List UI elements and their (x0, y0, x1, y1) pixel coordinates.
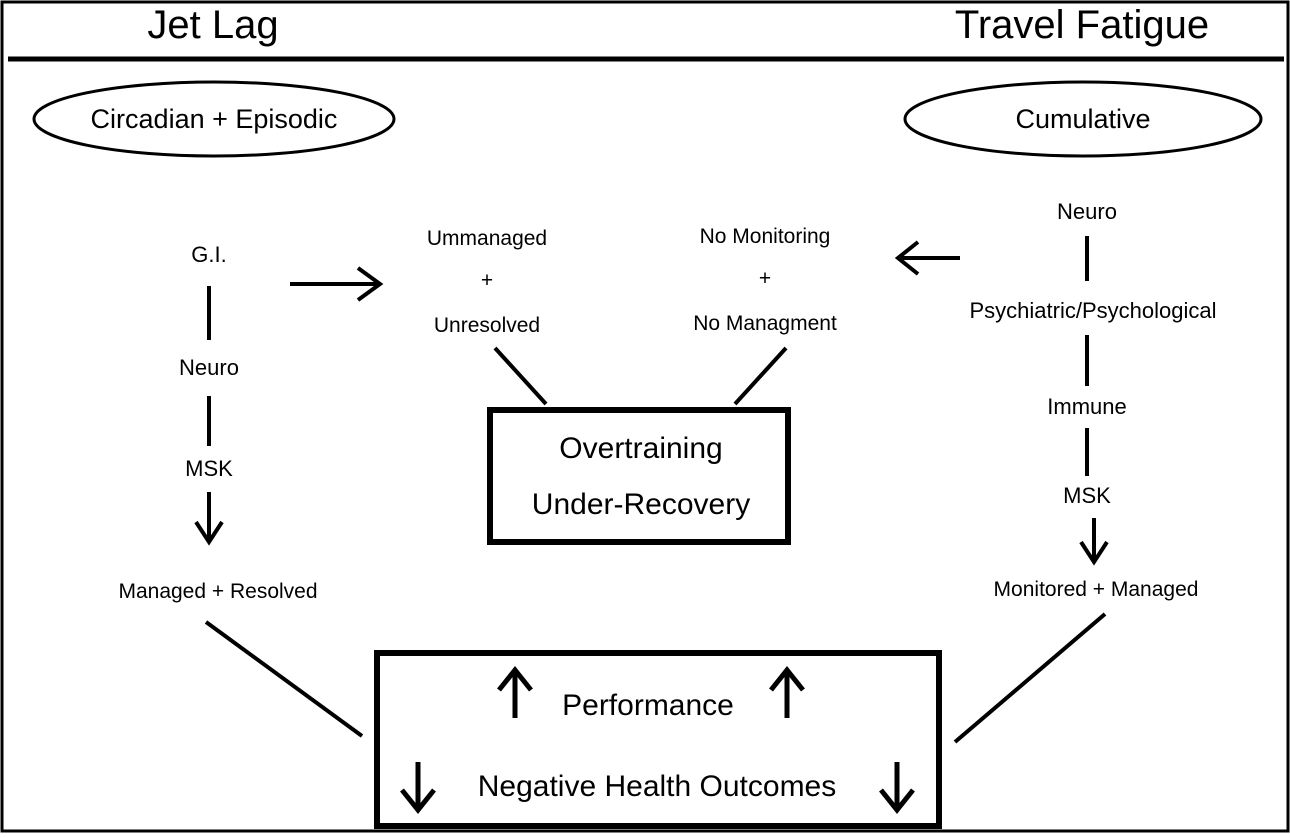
cumulative-label: Cumulative (1015, 104, 1150, 134)
overtraining-box (487, 407, 791, 545)
no-monitoring-label: No Monitoring (700, 225, 831, 248)
connector-line (733, 346, 788, 406)
right-chain-psych: Psychiatric/Psychological (970, 298, 1217, 323)
no-management-label: No Managment (693, 312, 837, 335)
under-recovery-label: Under-Recovery (532, 488, 750, 521)
connector-line (204, 620, 364, 738)
unmanaged-label: Ummanaged (427, 227, 547, 250)
header-travel-fatigue: Travel Fatigue (955, 3, 1209, 47)
performance-label: Performance (562, 689, 734, 722)
right-outcome: Monitored + Managed (994, 578, 1199, 601)
connector-line (493, 346, 548, 406)
negative-health-outcomes-label: Negative Health Outcomes (478, 770, 837, 803)
circadian-episodic-label: Circadian + Episodic (91, 104, 338, 134)
up-arrow-icon (497, 665, 533, 718)
left-outcome: Managed + Resolved (118, 580, 317, 603)
down-arrow-icon (1079, 518, 1109, 566)
right-arrow-icon (290, 266, 384, 302)
outcomes-box (374, 650, 942, 829)
connector-line (953, 612, 1107, 744)
left-chain-gi: G.I. (191, 242, 226, 267)
down-arrow-icon (194, 492, 224, 546)
left-chain-msk: MSK (185, 456, 233, 481)
left-arrow-icon (894, 240, 960, 276)
right-chain-msk: MSK (1063, 483, 1111, 508)
unresolved-label: Unresolved (434, 314, 540, 337)
plus-label: + (759, 267, 771, 290)
circadian-episodic-ellipse (32, 80, 396, 158)
header-jet-lag: Jet Lag (147, 3, 278, 47)
right-chain-immune: Immune (1047, 394, 1126, 419)
down-arrow-icon (400, 762, 436, 815)
down-arrow-icon (879, 762, 915, 815)
left-chain-neuro: Neuro (179, 355, 239, 380)
up-arrow-icon (769, 665, 805, 718)
overtraining-label: Overtraining (559, 432, 722, 465)
plus-label: + (481, 269, 493, 292)
cumulative-ellipse (903, 80, 1263, 158)
right-chain-neuro: Neuro (1057, 199, 1117, 224)
